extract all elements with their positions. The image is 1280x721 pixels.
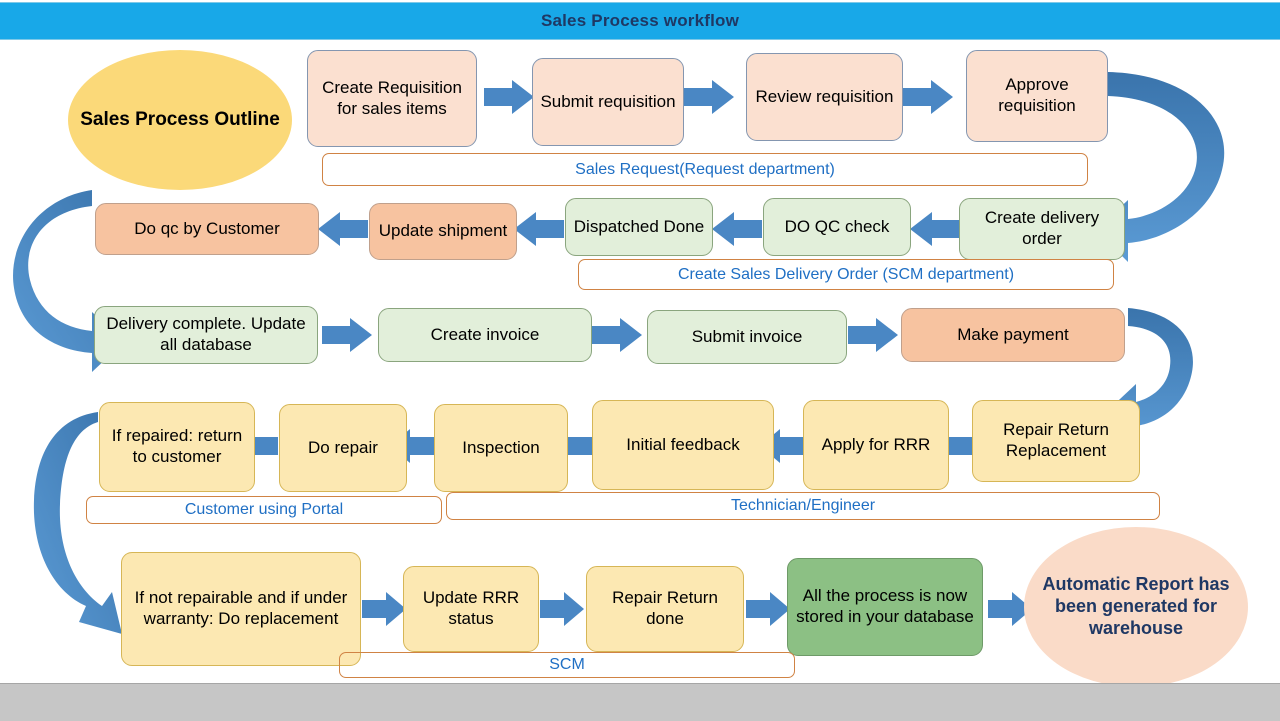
- node-create-delivery-order[interactable]: Create delivery order: [959, 198, 1125, 260]
- arrow-doqc-to-dispatched: [712, 212, 762, 246]
- lane-sales-request: Sales Request(Request department): [322, 153, 1088, 186]
- end-ellipse[interactable]: Automatic Report has been generated for …: [1024, 527, 1248, 687]
- node-inspection[interactable]: Inspection: [434, 404, 568, 492]
- node-dispatched-done[interactable]: Dispatched Done: [565, 198, 713, 256]
- bottom-strip: [0, 683, 1280, 721]
- node-repair-return-done[interactable]: Repair Return done: [586, 566, 744, 652]
- node-update-rrr-status[interactable]: Update RRR status: [403, 566, 539, 652]
- node-if-not-repairable[interactable]: If not repairable and if under warranty:…: [121, 552, 361, 666]
- node-do-repair[interactable]: Do repair: [279, 404, 407, 492]
- arrow-review-to-approve: [903, 80, 953, 114]
- node-update-shipment[interactable]: Update shipment: [369, 203, 517, 260]
- node-create-invoice[interactable]: Create invoice: [378, 308, 592, 362]
- lane-technician-engineer: Technician/Engineer: [446, 492, 1160, 520]
- arrow-updaterrr-to-repairreturn: [540, 592, 584, 626]
- node-do-qc-by-customer[interactable]: Do qc by Customer: [95, 203, 319, 255]
- node-all-process-stored[interactable]: All the process is now stored in your da…: [787, 558, 983, 656]
- lane-scm: SCM: [339, 652, 795, 678]
- node-create-requisition[interactable]: Create Requisition for sales items: [307, 50, 477, 147]
- arrow-delivery-to-createinvoice: [322, 318, 372, 352]
- node-initial-feedback[interactable]: Initial feedback: [592, 400, 774, 490]
- lane-customer-using-portal: Customer using Portal: [86, 496, 442, 524]
- arrow-update-to-doqccustomer: [318, 212, 368, 246]
- arrow-create-to-submit: [484, 80, 534, 114]
- node-submit-requisition[interactable]: Submit requisition: [532, 58, 684, 146]
- arrow-repairreturn-to-database: [746, 592, 790, 626]
- node-submit-invoice[interactable]: Submit invoice: [647, 310, 847, 364]
- end-ellipse-label: Automatic Report has been generated for …: [1042, 574, 1230, 638]
- arrow-submit-to-review: [684, 80, 734, 114]
- arrow-submitinvoice-to-makepayment: [848, 318, 898, 352]
- lane-create-sales-delivery-order: Create Sales Delivery Order (SCM departm…: [578, 259, 1114, 290]
- node-apply-for-rrr[interactable]: Apply for RRR: [803, 400, 949, 490]
- start-ellipse[interactable]: Sales Process Outline: [68, 50, 292, 190]
- node-if-repaired-return[interactable]: If repaired: return to customer: [99, 402, 255, 492]
- node-delivery-complete[interactable]: Delivery complete. Update all database: [94, 306, 318, 364]
- start-ellipse-label: Sales Process Outline: [80, 109, 280, 131]
- arrow-dispatched-to-update: [514, 212, 564, 246]
- page-title: Sales Process workflow: [540, 11, 740, 30]
- arrow-notrepairable-to-updaterrr: [362, 592, 406, 626]
- arrow-create-do-to-doqc: [910, 212, 960, 246]
- node-do-qc-check[interactable]: DO QC check: [763, 198, 911, 256]
- node-review-requisition[interactable]: Review requisition: [746, 53, 903, 141]
- node-make-payment[interactable]: Make payment: [901, 308, 1125, 362]
- page-title-bar: Sales Process workflow: [0, 2, 1280, 40]
- arrow-createinvoice-to-submitinvoice: [592, 318, 642, 352]
- node-approve-requisition[interactable]: Approve requisition: [966, 50, 1108, 142]
- node-repair-return-replacement[interactable]: Repair Return Replacement: [972, 400, 1140, 482]
